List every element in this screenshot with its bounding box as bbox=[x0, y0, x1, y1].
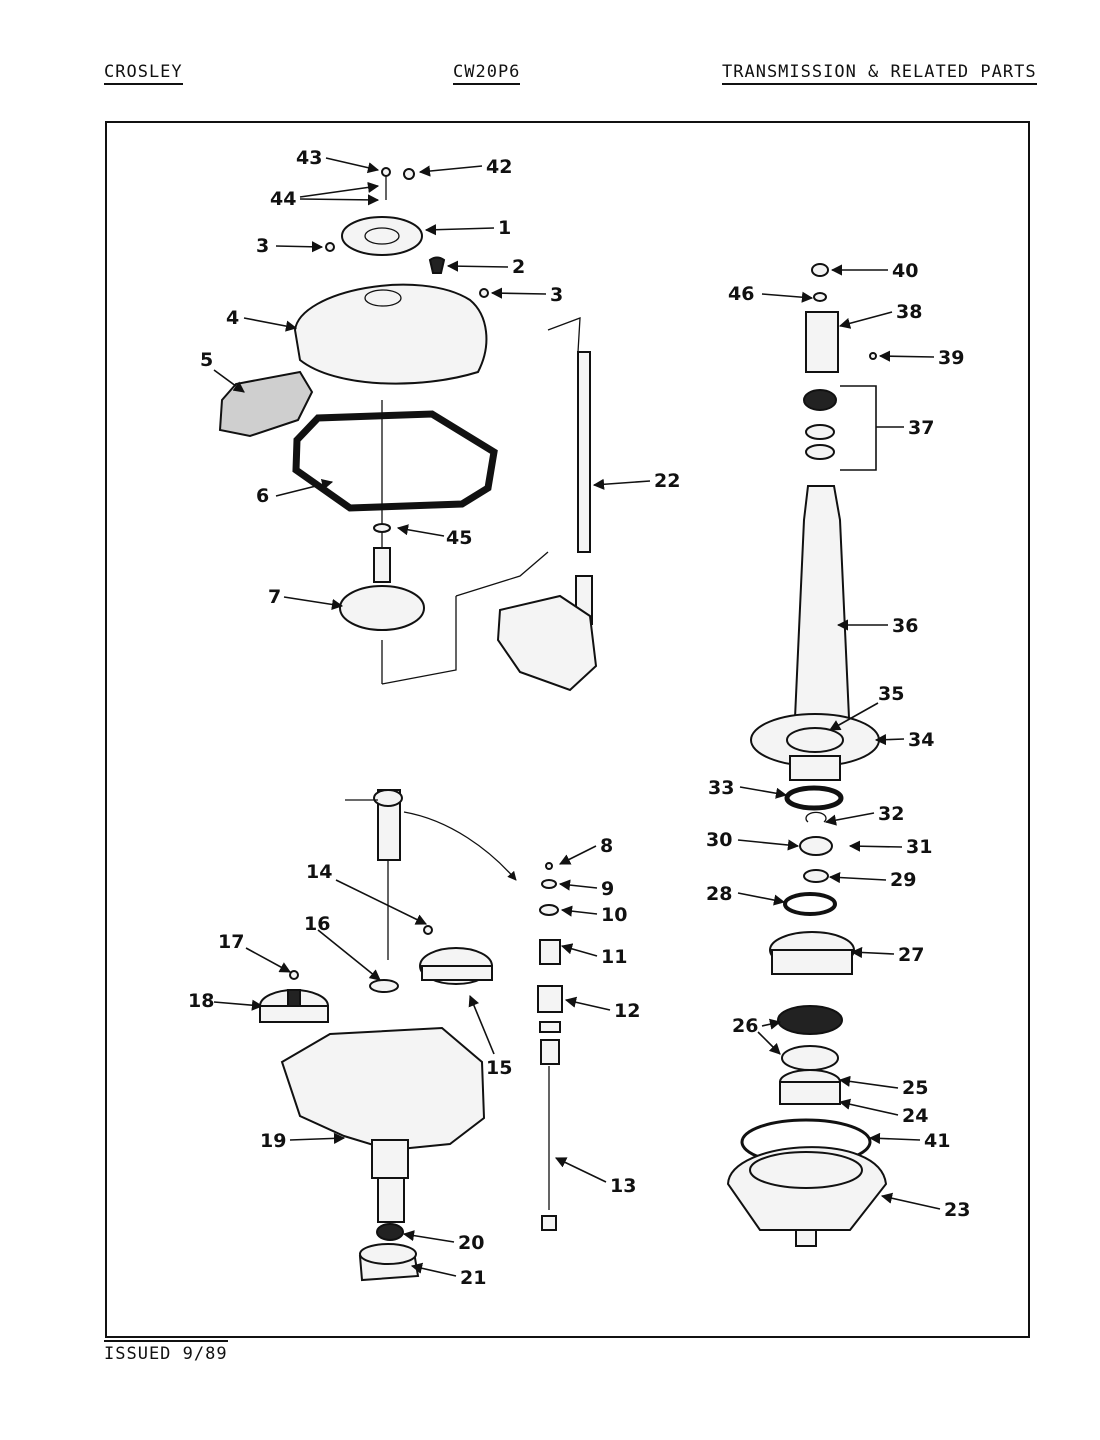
callout-24: 24 bbox=[902, 1105, 928, 1127]
callout-8: 8 bbox=[600, 835, 613, 857]
callout-32: 32 bbox=[878, 803, 904, 825]
callout-2: 2 bbox=[512, 256, 525, 278]
gearbox-assembly bbox=[259, 789, 563, 1282]
callout-20: 20 bbox=[458, 1232, 484, 1254]
washer-42 bbox=[403, 168, 415, 180]
callout-36: 36 bbox=[892, 615, 918, 637]
callout-1: 1 bbox=[498, 217, 511, 239]
callout-18: 18 bbox=[188, 990, 214, 1012]
callout-40: 40 bbox=[892, 260, 918, 282]
callout-21: 21 bbox=[460, 1267, 486, 1289]
seal-26-top bbox=[777, 1005, 843, 1035]
gear-case-19 bbox=[280, 1026, 486, 1152]
screw-43 bbox=[381, 167, 391, 177]
callout-10: 10 bbox=[601, 904, 627, 926]
washer-46 bbox=[813, 292, 827, 302]
section-title: TRANSMISSION & RELATED PARTS bbox=[722, 62, 1037, 85]
plug-2 bbox=[428, 256, 446, 274]
callout-23: 23 bbox=[944, 1199, 970, 1221]
callout-37: 37 bbox=[908, 417, 934, 439]
plate-1 bbox=[341, 216, 423, 256]
pin-39 bbox=[869, 352, 877, 360]
callout-3-right: 3 bbox=[550, 284, 563, 306]
seal-37-top bbox=[803, 389, 837, 411]
nut-40 bbox=[811, 263, 829, 277]
callout-6: 6 bbox=[256, 485, 269, 507]
callout-17: 17 bbox=[218, 931, 244, 953]
crank-arm bbox=[496, 594, 598, 692]
callout-11: 11 bbox=[601, 946, 627, 968]
callout-42: 42 bbox=[486, 156, 512, 178]
issue-date: ISSUED 9/89 bbox=[104, 1340, 228, 1364]
o-ring-28 bbox=[783, 892, 837, 916]
seal-20 bbox=[376, 1223, 404, 1241]
callout-28: 28 bbox=[706, 883, 732, 905]
spin-tube-36 bbox=[792, 485, 852, 741]
spin-tube-assembly bbox=[726, 263, 888, 1247]
callout-numbers: 42 43 44 1 2 3 3 4 5 6 45 7 22 8 9 10 11… bbox=[188, 147, 970, 1289]
callout-39: 39 bbox=[938, 347, 964, 369]
gasket-6 bbox=[292, 410, 498, 512]
callout-46: 46 bbox=[728, 283, 754, 305]
bracket-5 bbox=[218, 370, 314, 438]
callout-12: 12 bbox=[614, 1000, 640, 1022]
callout-33: 33 bbox=[708, 777, 734, 799]
hub-7 bbox=[339, 585, 425, 631]
callout-7: 7 bbox=[268, 586, 281, 608]
callout-15: 15 bbox=[486, 1057, 512, 1079]
callout-31: 31 bbox=[906, 836, 932, 858]
bearing-30 bbox=[799, 836, 833, 856]
callout-45: 45 bbox=[446, 527, 472, 549]
callout-35: 35 bbox=[878, 683, 904, 705]
callout-3-left: 3 bbox=[256, 235, 269, 257]
callout-19: 19 bbox=[260, 1130, 286, 1152]
callout-16: 16 bbox=[304, 913, 330, 935]
gear-case-cover-assembly bbox=[218, 167, 598, 692]
washer-16 bbox=[369, 979, 399, 993]
callout-25: 25 bbox=[902, 1077, 928, 1099]
bearing-38 bbox=[805, 311, 839, 373]
model-number: CW20P6 bbox=[453, 62, 521, 85]
bearing-spring bbox=[373, 547, 391, 583]
callout-43: 43 bbox=[296, 147, 322, 169]
callout-leaders bbox=[213, 157, 941, 1277]
shaft-22 bbox=[577, 351, 591, 553]
o-ring-45 bbox=[373, 523, 391, 533]
callout-4: 4 bbox=[226, 307, 239, 329]
cover-4 bbox=[293, 283, 488, 385]
callout-13: 13 bbox=[610, 1175, 636, 1197]
callout-22: 22 bbox=[654, 470, 680, 492]
callout-5: 5 bbox=[200, 349, 213, 371]
callout-26: 26 bbox=[732, 1015, 758, 1037]
callout-27: 27 bbox=[898, 944, 924, 966]
callout-14: 14 bbox=[306, 861, 332, 883]
brand-title: CROSLEY bbox=[104, 62, 183, 85]
callout-41: 41 bbox=[924, 1130, 950, 1152]
callout-38: 38 bbox=[896, 301, 922, 323]
o-ring-33 bbox=[784, 785, 844, 811]
screw-3-left bbox=[325, 242, 335, 252]
callout-44: 44 bbox=[270, 188, 296, 210]
callout-30: 30 bbox=[706, 829, 732, 851]
callout-29: 29 bbox=[890, 869, 916, 891]
callout-34: 34 bbox=[908, 729, 934, 751]
rod-13-end bbox=[541, 1215, 557, 1231]
diagram-frame bbox=[105, 121, 1030, 1338]
screw-3-right bbox=[479, 288, 489, 298]
bearing-11 bbox=[539, 939, 561, 965]
bushing-12 bbox=[537, 985, 563, 1013]
callout-9: 9 bbox=[601, 878, 614, 900]
